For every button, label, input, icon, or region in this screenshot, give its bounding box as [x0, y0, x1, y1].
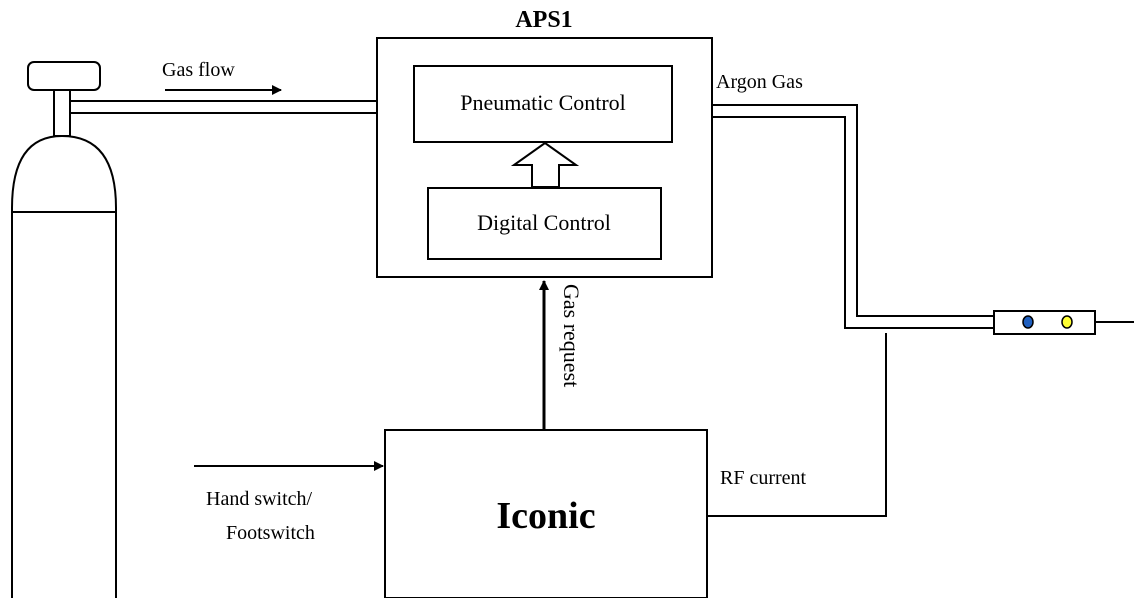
- digital-control-box: [427, 187, 662, 260]
- argon-gas-pipe: [712, 104, 994, 329]
- gas-supply-pipe: [70, 100, 378, 114]
- gas-cylinder-icon: [11, 61, 117, 598]
- hand-switch-label: Hand switch/: [206, 488, 313, 510]
- yellow-button-indicator: [1061, 315, 1073, 329]
- rf-current-line: [707, 333, 887, 517]
- handpiece-icon: [993, 310, 1134, 335]
- cylinder-neck: [53, 89, 71, 137]
- iconic-label: Iconic: [496, 495, 595, 537]
- aps1-unit-box: [376, 37, 713, 278]
- digital-control-label: Digital Control: [477, 210, 611, 235]
- rf-current-label: RF current: [720, 467, 807, 489]
- cylinder-valve-knob: [27, 61, 101, 91]
- gas-flow-label: Gas flow: [162, 59, 235, 81]
- argon-gas-label: Argon Gas: [716, 71, 803, 93]
- pneumatic-control-box: [413, 65, 673, 143]
- iconic-unit-box: [384, 429, 708, 598]
- footswitch-label: Footswitch: [226, 522, 315, 544]
- blue-button-indicator: [1022, 315, 1034, 329]
- control-signal-arrow: [510, 141, 580, 188]
- gas-request-label: Gas request: [559, 284, 584, 387]
- handpiece-body: [993, 310, 1096, 335]
- cylinder-body: [11, 134, 117, 598]
- aps1-title: APS1: [515, 7, 572, 33]
- pneumatic-control-label: Pneumatic Control: [460, 90, 626, 115]
